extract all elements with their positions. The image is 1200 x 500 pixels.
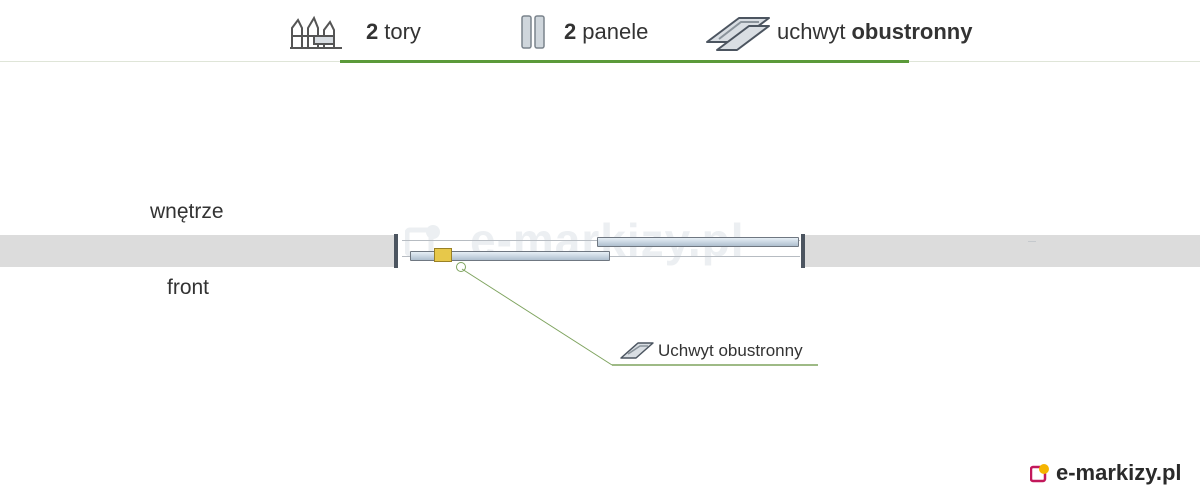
front-label: front <box>167 276 210 299</box>
panels-count: 2 <box>564 19 577 44</box>
sliding-panel-inner <box>597 237 799 247</box>
panels-label: panele <box>582 19 649 44</box>
callout-anchor <box>456 262 466 272</box>
callout-label: Uchwyt obustronny <box>658 341 803 360</box>
feature-panels: 2 panele <box>520 12 648 52</box>
header-accent-bar <box>340 60 909 63</box>
handle-icon <box>705 12 771 52</box>
inside-label: wnętrze <box>150 200 224 223</box>
brand-logo: e-markizy.pl <box>1029 460 1182 486</box>
brand-logo-icon <box>1029 463 1050 483</box>
wall-tick <box>1028 241 1036 242</box>
handle-label: uchwyt <box>777 19 846 44</box>
double-sided-handle <box>434 248 452 262</box>
brand-name: e-markizy.pl <box>1056 460 1182 485</box>
panels-icon <box>520 14 546 50</box>
callout-handle-icon <box>620 340 654 365</box>
tracks-count: 2 <box>366 19 379 44</box>
handle-type: obustronny <box>851 19 973 44</box>
feature-handle: uchwyt obustronny <box>705 12 972 52</box>
right-post <box>801 234 805 268</box>
sliding-panel-front <box>410 251 610 261</box>
tracks-icon <box>288 14 344 50</box>
feature-header: 2 tory 2 panele uchwyt obustronny <box>0 0 1200 62</box>
tracks-label: tory <box>384 19 421 44</box>
feature-tracks: 2 tory <box>288 12 421 52</box>
left-post <box>394 234 398 268</box>
